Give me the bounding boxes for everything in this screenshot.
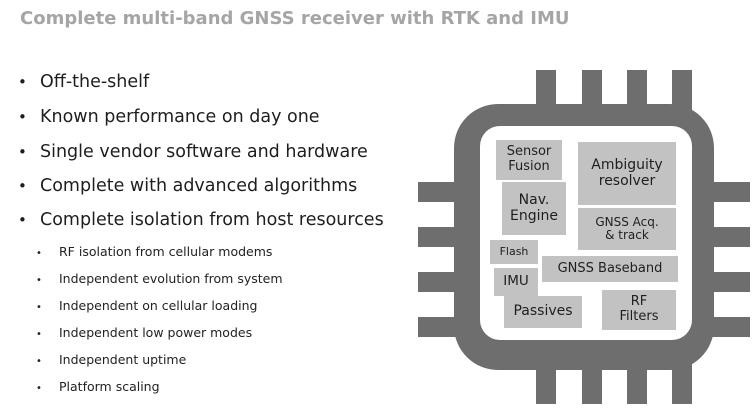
sub-bullet-item: •Independent uptime [36,352,187,367]
bullet-dot: • [36,356,42,367]
nav-engine-block: Nav.Engine [502,182,566,235]
gnss-baseband-block: GNSS Baseband [542,256,678,282]
bullet-dot: • [18,143,27,161]
bullet-dot: • [36,275,42,286]
sub-bullet-item: •Independent evolution from system [36,271,283,286]
slide-title: Complete multi-band GNSS receiver with R… [20,8,570,29]
bullet-item: •Complete isolation from host resources [18,210,384,230]
bullet-dot: • [18,108,27,126]
flash-block: Flash [490,240,538,264]
bullet-dot: • [36,383,42,394]
bullet-dot: • [36,248,42,259]
bullet-item: •Single vendor software and hardware [18,142,368,162]
bullet-item: •Off-the-shelf [18,72,150,92]
passives-block: Passives [504,296,582,328]
sub-bullet-item: •RF isolation from cellular modems [36,244,273,259]
imu-block: IMU [494,268,538,296]
bullet-dot: • [18,211,27,229]
bullet-dot: • [18,73,27,91]
sub-bullet-item: •Platform scaling [36,379,160,394]
bullet-dot: • [36,329,42,340]
gnss-acq-track-block: GNSS Acq.& track [578,208,676,250]
sub-bullet-item: •Independent on cellular loading [36,298,258,313]
bullet-item: •Complete with advanced algorithms [18,176,358,196]
bullet-dot: • [36,302,42,313]
bullet-dot: • [18,177,27,195]
bullet-item: •Known performance on day one [18,107,320,127]
sub-bullet-item: •Independent low power modes [36,325,253,340]
